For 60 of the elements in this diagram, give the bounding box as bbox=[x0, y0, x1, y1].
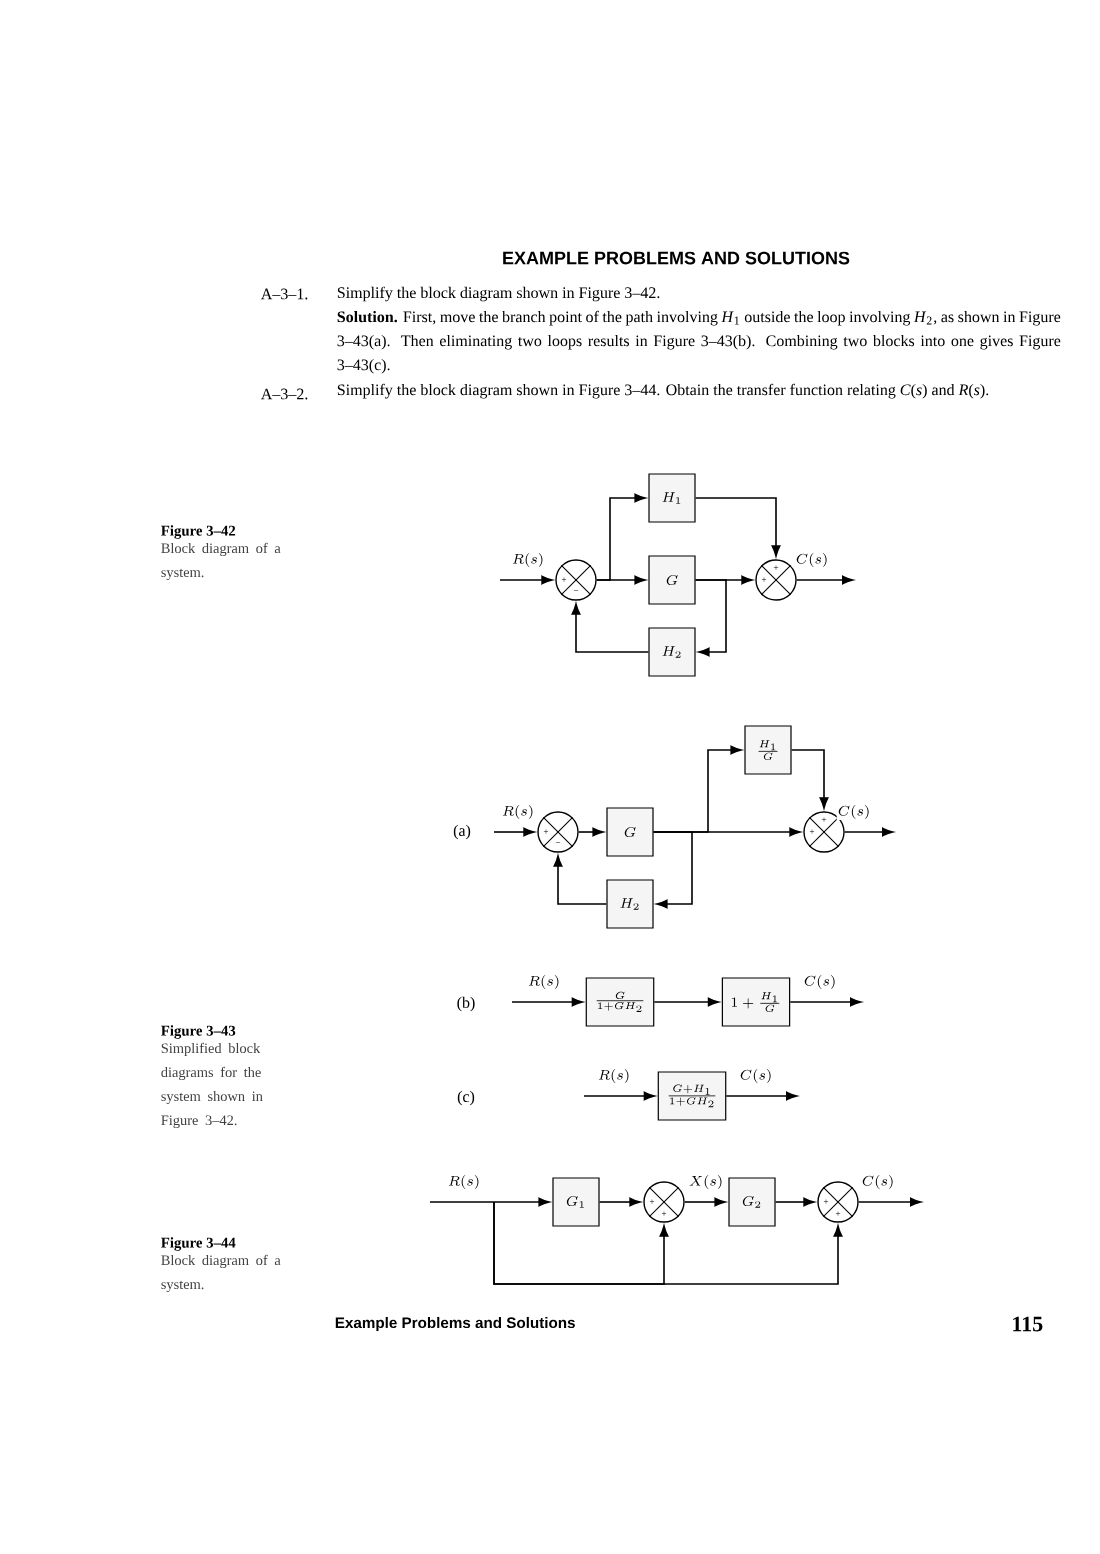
block: $G$ bbox=[606, 807, 654, 857]
block: $\frac{H_1}{G}$ bbox=[744, 725, 792, 775]
paragraph: (a) bbox=[453, 824, 471, 840]
signal-label: $C(s)$ bbox=[802, 974, 838, 990]
arrow bbox=[795, 575, 854, 585]
arrow bbox=[499, 575, 553, 585]
block: $G_2$ bbox=[728, 1177, 776, 1227]
signal-label: $C(s)$ bbox=[738, 1068, 774, 1084]
arrow bbox=[595, 575, 646, 585]
summing-junction bbox=[755, 559, 797, 601]
block: $H_2$ bbox=[648, 627, 696, 677]
arrow bbox=[429, 1197, 550, 1207]
arrow bbox=[725, 1091, 798, 1101]
block: $G_1$ bbox=[552, 1177, 600, 1227]
arrow bbox=[789, 997, 862, 1007]
arrow bbox=[857, 1197, 922, 1207]
block: $H_1$ bbox=[648, 473, 696, 523]
arrow bbox=[583, 1091, 656, 1101]
summing-junction bbox=[555, 559, 597, 601]
arrow bbox=[652, 831, 693, 909]
arrow bbox=[774, 1197, 815, 1207]
signal-label: $C(s)$ bbox=[836, 804, 872, 820]
paragraph: A–3–1. bbox=[260, 288, 308, 300]
signal-label: $X(s)$ bbox=[687, 1174, 725, 1190]
page-number: 115 bbox=[1013, 1316, 1043, 1332]
page-title: EXAMPLE PROBLEMS AND SOLUTIONS bbox=[503, 251, 850, 265]
paragraph: Simplify the block diagram shown in Figure 3–42. bbox=[337, 286, 660, 302]
arrow bbox=[790, 749, 829, 809]
arrow bbox=[553, 855, 608, 905]
block: $\frac{G}{1+GH_2}$ bbox=[585, 977, 655, 1027]
arrow bbox=[683, 1197, 726, 1207]
arrow bbox=[571, 603, 650, 653]
signal-label: $R(s)$ bbox=[526, 974, 562, 990]
block: $\frac{G+H_1}{1+GH_2}$ bbox=[657, 1071, 727, 1121]
summing-junction bbox=[537, 811, 579, 853]
paragraph: (c) bbox=[457, 1090, 475, 1106]
summing-junction bbox=[817, 1181, 859, 1223]
block: $1+\frac{H_1}{G}$ bbox=[721, 977, 791, 1027]
signal-label: $R(s)$ bbox=[596, 1068, 632, 1084]
signal-label: $C(s)$ bbox=[860, 1174, 896, 1190]
paragraph: (b) bbox=[457, 996, 475, 1012]
signal-label: $R(s)$ bbox=[500, 804, 536, 820]
arrow bbox=[493, 827, 535, 837]
arrow bbox=[843, 827, 894, 837]
arrow bbox=[577, 827, 604, 837]
paragraph: A–3–2. bbox=[260, 388, 308, 400]
signal-label: $R(s)$ bbox=[510, 552, 546, 568]
arrow bbox=[511, 997, 584, 1007]
arrow bbox=[493, 1201, 843, 1285]
block: $H_2$ bbox=[606, 879, 654, 929]
summing-junction bbox=[643, 1181, 685, 1223]
paragraph: Simplify the block diagram shown in Figure 3–44. Obtain the transfer function relating C(s) and R(s). bbox=[337, 383, 989, 399]
paragraph: Solution. First, move the branch point of the path involving H$_{1}$ outside the loop involving H$_{2}$, as shown in Figure 3–43(a). Then eliminating two loops results in Figure 3–43(b). Combining two blocks into one gives Figure 3–43(c). bbox=[337, 310, 1061, 374]
arrow bbox=[653, 997, 720, 1007]
arrow bbox=[694, 579, 727, 657]
arrow bbox=[598, 1197, 641, 1207]
block: $G$ bbox=[648, 555, 696, 605]
signal-label: $C(s)$ bbox=[794, 552, 830, 568]
arrow bbox=[694, 497, 781, 557]
signal-label: $R(s)$ bbox=[446, 1174, 482, 1190]
